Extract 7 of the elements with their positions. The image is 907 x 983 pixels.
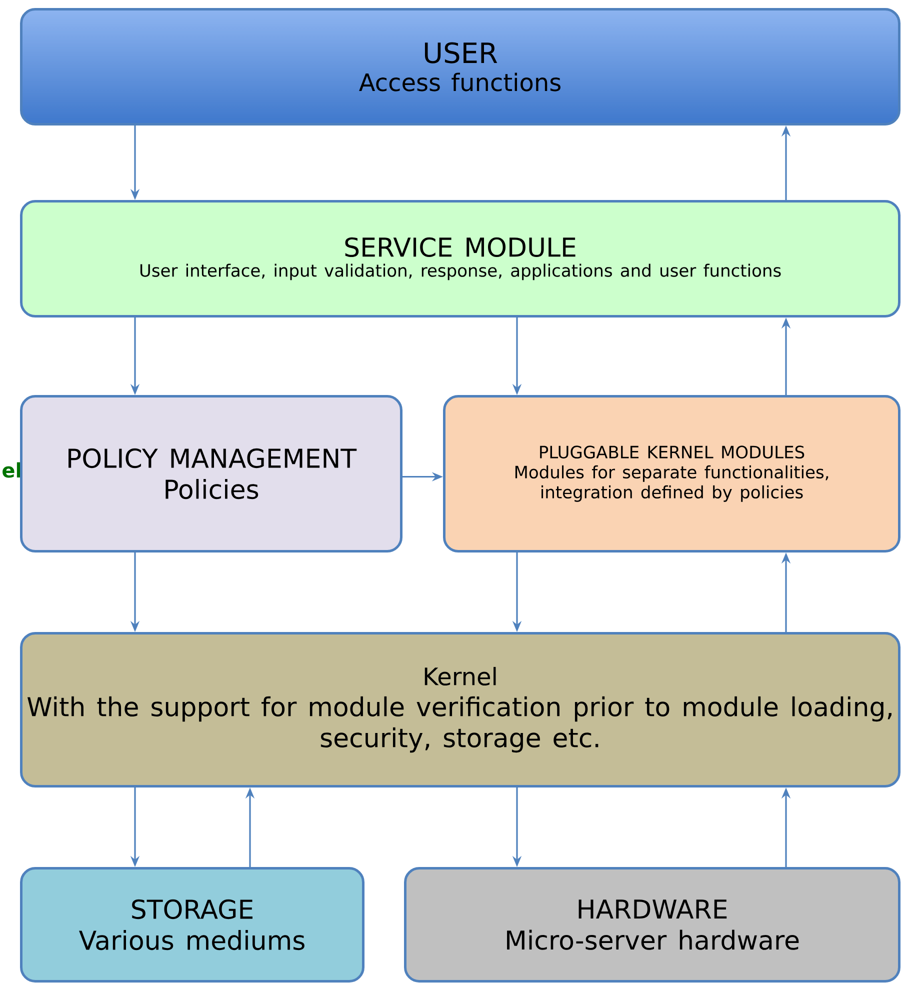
module-box: HARDWARE Micro-server hardware: [404, 867, 900, 982]
module-box: Kernel With the support for module verification prior to module loading, security, storage etc.: [20, 632, 900, 788]
module-box: SERVICE MODULE User interface, input validation, response, applications and user functions: [20, 200, 900, 318]
module-box: POLICY MANAGEMENT Policies: [20, 395, 402, 552]
module-box: USER Access functions: [20, 8, 900, 126]
module-box: STORAGE Various mediums: [20, 867, 364, 982]
module-box: PLUGGABLE KERNEL MODULES Modules for separate functionalities, integration defined by policies: [443, 395, 900, 552]
